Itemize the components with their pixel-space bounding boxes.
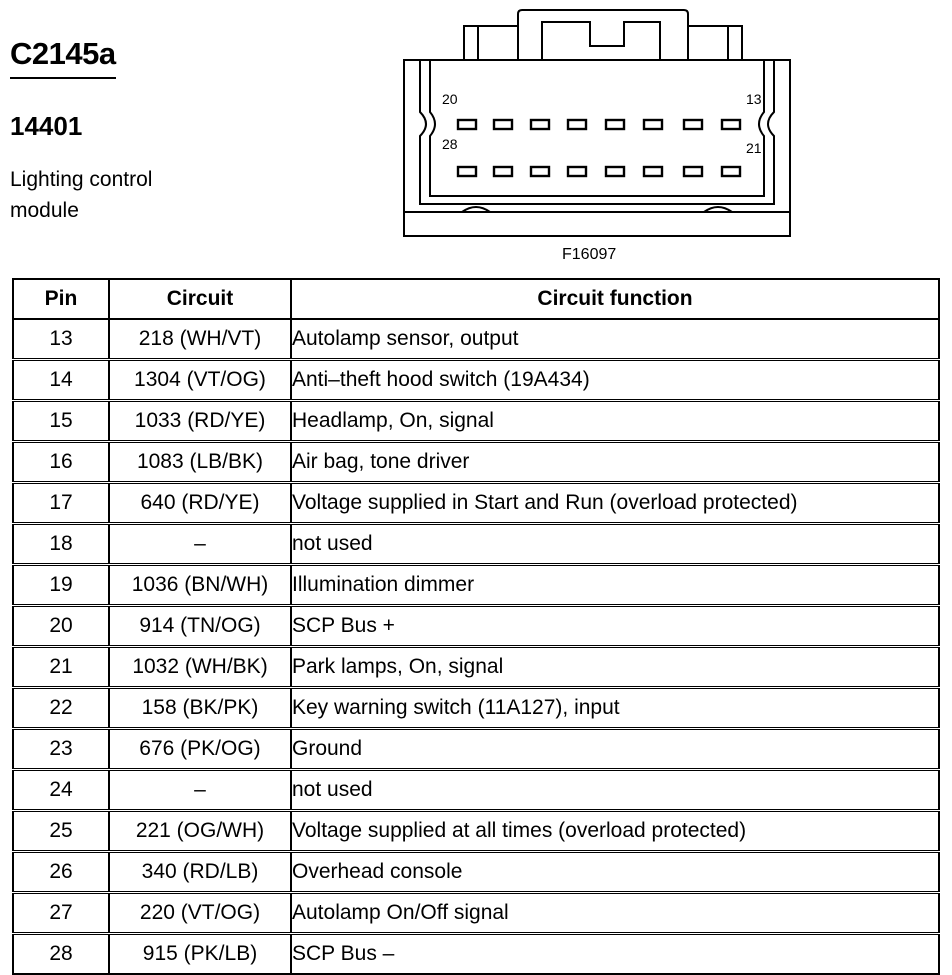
cell-function: Key warning switch (11A127), input [290, 686, 940, 730]
cell-function: not used [290, 522, 940, 566]
cell-pin: 22 [12, 686, 110, 730]
pin-label-28: 28 [442, 136, 458, 152]
pin-label-21: 21 [746, 140, 762, 156]
cell-pin: 14 [12, 358, 110, 402]
module-description: Lighting control module [10, 168, 153, 222]
cell-circuit: 1083 (LB/BK) [108, 440, 292, 484]
cell-function: Air bag, tone driver [290, 440, 940, 484]
table-row: 18–not used [12, 522, 940, 566]
header-circuit: Circuit [108, 278, 292, 320]
cell-function: Park lamps, On, signal [290, 645, 940, 689]
cell-circuit: 221 (OG/WH) [108, 809, 292, 853]
cell-function: Voltage supplied in Start and Run (overl… [290, 481, 940, 525]
cell-pin: 25 [12, 809, 110, 853]
cell-circuit: 220 (VT/OG) [108, 891, 292, 935]
figure-id: F16097 [562, 246, 617, 263]
pin-label-13: 13 [746, 91, 762, 107]
connector-id: C2145a [10, 37, 116, 79]
cell-pin: 23 [12, 727, 110, 771]
cell-circuit: 340 (RD/LB) [108, 850, 292, 894]
cell-pin: 18 [12, 522, 110, 566]
cell-pin: 24 [12, 768, 110, 812]
cell-function: Ground [290, 727, 940, 771]
cell-circuit: 915 (PK/LB) [108, 932, 292, 975]
cell-circuit: 1032 (WH/BK) [108, 645, 292, 689]
header-pin: Pin [12, 278, 110, 320]
cell-pin: 16 [12, 440, 110, 484]
cell-function: not used [290, 768, 940, 812]
cell-circuit: 1033 (RD/YE) [108, 399, 292, 443]
cell-circuit: – [108, 522, 292, 566]
cell-pin: 20 [12, 604, 110, 648]
pin-slot-icon [456, 118, 742, 178]
part-number: 14401 [10, 111, 83, 141]
cell-circuit: – [108, 768, 292, 812]
cell-pin: 15 [12, 399, 110, 443]
connector-face-icon [403, 9, 791, 237]
cell-function: Autolamp sensor, output [290, 318, 940, 361]
cell-circuit: 1304 (VT/OG) [108, 358, 292, 402]
cell-circuit: 914 (TN/OG) [108, 604, 292, 648]
cell-circuit: 1036 (BN/WH) [108, 563, 292, 607]
cell-pin: 28 [12, 932, 110, 975]
cell-function: Headlamp, On, signal [290, 399, 940, 443]
cell-function: SCP Bus – [290, 932, 940, 975]
cell-circuit: 676 (PK/OG) [108, 727, 292, 771]
pin-label-20: 20 [442, 91, 458, 107]
cell-function: Voltage supplied at all times (overload … [290, 809, 940, 853]
cell-function: Overhead console [290, 850, 940, 894]
cell-circuit: 640 (RD/YE) [108, 481, 292, 525]
table-header-row: Pin Circuit Circuit function [12, 278, 940, 320]
cell-pin: 27 [12, 891, 110, 935]
table-row: 24–not used [12, 768, 940, 812]
cell-pin: 26 [12, 850, 110, 894]
connector-diagram: 20 13 28 21 [390, 0, 800, 248]
cell-function: SCP Bus + [290, 604, 940, 648]
cell-function: Autolamp On/Off signal [290, 891, 940, 935]
cell-pin: 17 [12, 481, 110, 525]
header-function: Circuit function [290, 278, 940, 320]
cell-circuit: 158 (BK/PK) [108, 686, 292, 730]
cell-pin: 13 [12, 318, 110, 361]
cell-pin: 21 [12, 645, 110, 689]
cell-pin: 19 [12, 563, 110, 607]
cell-circuit: 218 (WH/VT) [108, 318, 292, 361]
cell-function: Anti–theft hood switch (19A434) [290, 358, 940, 402]
cell-function: Illumination dimmer [290, 563, 940, 607]
